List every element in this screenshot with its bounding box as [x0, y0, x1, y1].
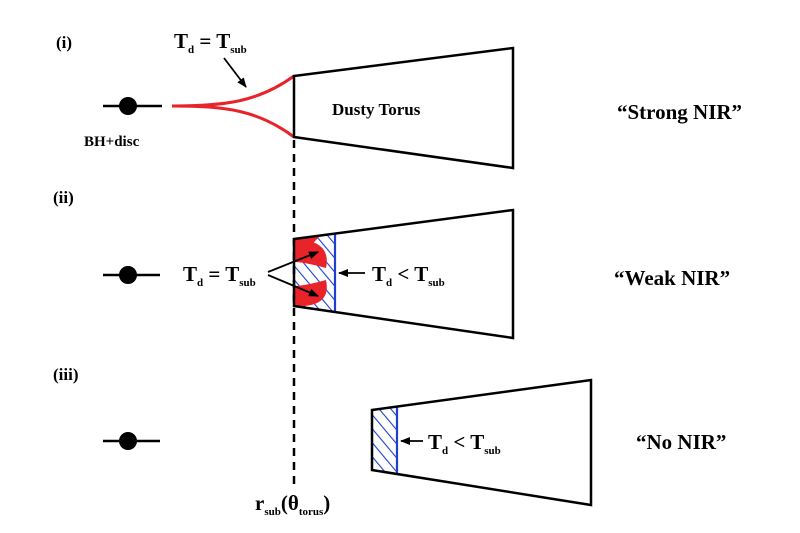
panel-label-iii: (iii) — [53, 365, 79, 384]
td-eq-tsub-label: Td = Tsub — [174, 29, 247, 56]
torus-weak — [292, 208, 515, 340]
td-eq-arrow — [223, 57, 247, 88]
panel-label-i: (i) — [56, 33, 72, 52]
black-hole — [119, 432, 137, 450]
panel-ii: (ii) Td = Tsub Td < Tsub “Weak NIR” — [53, 188, 730, 340]
td-eq-tsub-label-ii: Td = Tsub — [183, 262, 256, 289]
result-weak-nir: “Weak NIR” — [614, 266, 730, 290]
torus-no — [370, 378, 593, 507]
dusty-torus — [292, 46, 515, 170]
arrow-to-lower-hot — [267, 274, 319, 297]
td-lt-tsub-label-ii: Td < Tsub — [372, 262, 445, 289]
sublimation-front-upper — [171, 74, 295, 108]
black-hole — [119, 266, 137, 284]
result-no-nir: “No NIR” — [636, 430, 726, 454]
rsub-label: rsub(θtorus) — [255, 491, 330, 518]
panel-label-ii: (ii) — [53, 188, 74, 207]
bh-disc-label: BH+disc — [84, 134, 140, 150]
cool-dust-hatch-iii — [372, 407, 397, 473]
panel-i: (i) BH+disc Dusty Torus Td = Tsub “Stron… — [56, 29, 742, 170]
sublimation-front-lower — [171, 104, 295, 139]
torus-label: Dusty Torus — [332, 100, 421, 119]
arrow-to-upper-hot — [267, 251, 319, 273]
black-hole — [119, 97, 137, 115]
td-lt-tsub-label-iii: Td < Tsub — [428, 430, 501, 457]
panel-iii: (iii) Td < Tsub “No NIR” — [53, 365, 726, 507]
result-strong-nir: “Strong NIR” — [617, 100, 742, 124]
